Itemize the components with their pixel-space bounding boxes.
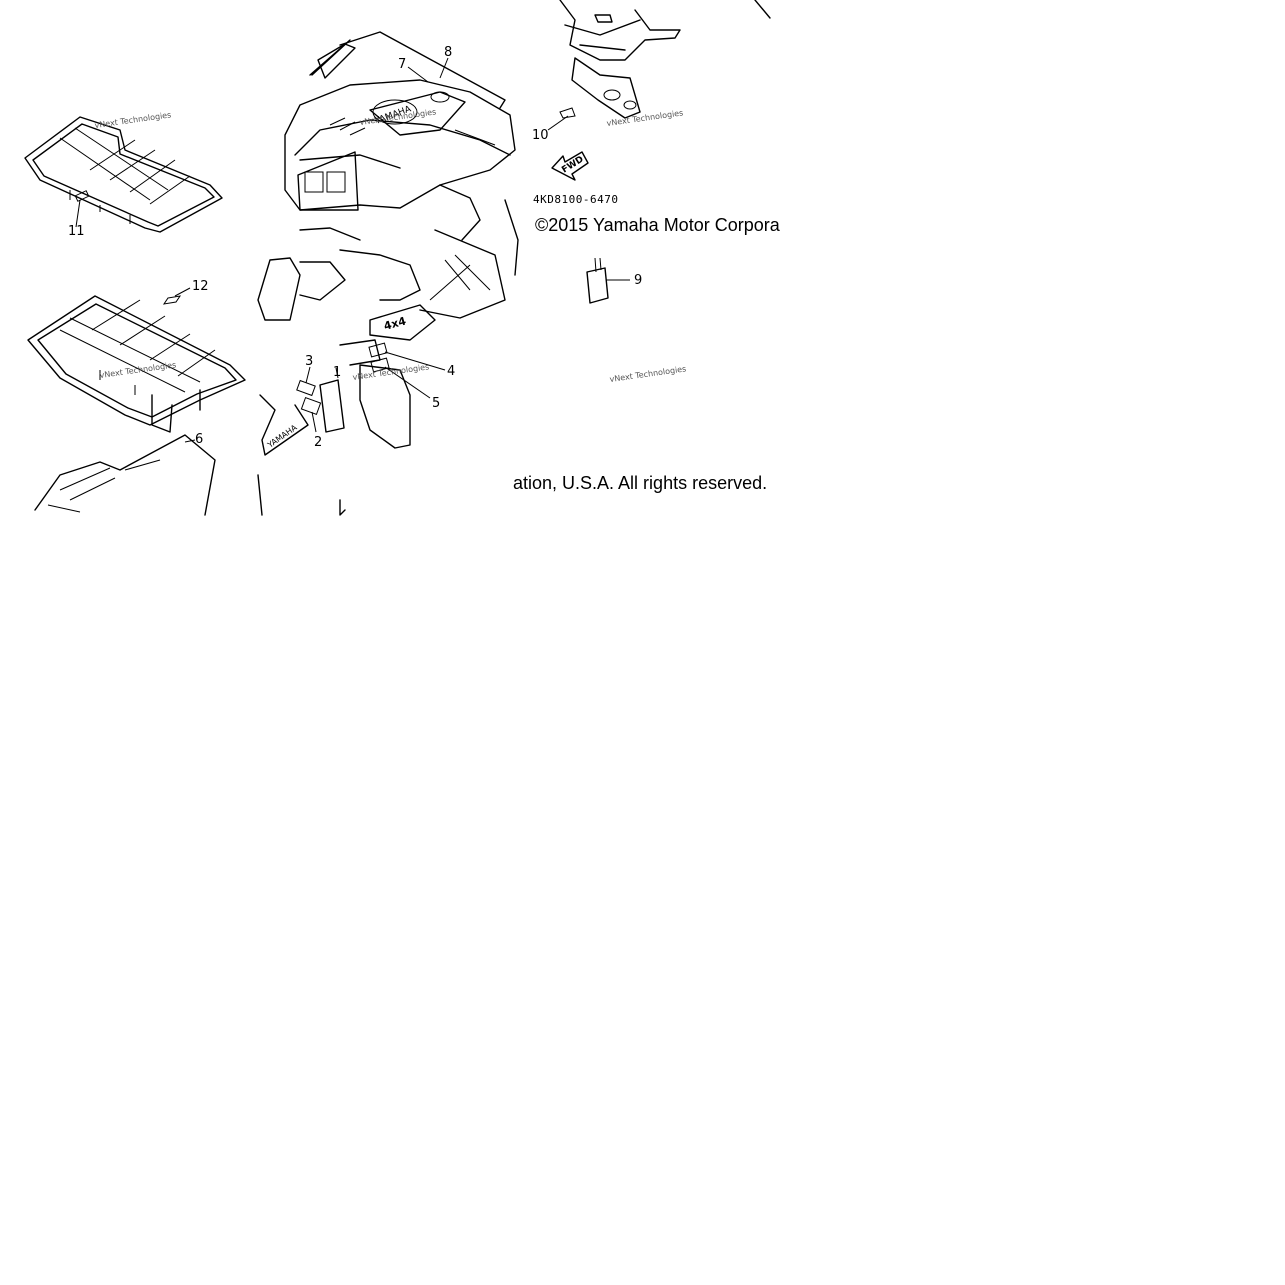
leader-8 <box>439 57 449 79</box>
copyright-top: ©2015 Yamaha Motor Corpora <box>535 215 781 235</box>
leader-2 <box>311 411 317 433</box>
leader-6 <box>184 439 196 443</box>
callout-3: 3 <box>305 354 313 369</box>
callout-8: 8 <box>444 45 452 60</box>
watermark-6: vNext Technologies <box>609 364 687 384</box>
watermarks: vNext Technologies vNext Technologies vN… <box>94 107 687 384</box>
tag-label <box>586 257 609 304</box>
badge-4x4: 4x4 <box>382 314 407 332</box>
callout-6: 6 <box>195 432 203 447</box>
leader-12 <box>174 287 191 297</box>
watermark-1: vNext Technologies <box>94 110 172 130</box>
leader-4 <box>384 351 446 371</box>
callout-9: 9 <box>634 273 642 288</box>
callout-12: 12 <box>192 279 209 294</box>
watermark-3: vNext Technologies <box>606 108 684 128</box>
front-rack <box>24 116 223 233</box>
watermark-4: vNext Technologies <box>99 360 177 380</box>
leader-7 <box>407 66 429 83</box>
leader-3 <box>305 366 311 384</box>
leader-11 <box>75 199 81 228</box>
copyright-bottom: ation, U.S.A. All rights reserved. <box>513 473 767 493</box>
fwd-arrow-icon: FWD <box>551 151 589 181</box>
leader-1 <box>335 367 339 379</box>
front-guard <box>559 0 771 119</box>
leader-5 <box>384 366 431 399</box>
decal-text: YAMAHA <box>265 423 299 451</box>
callout-2: 2 <box>314 435 322 450</box>
callout-7: 7 <box>398 57 406 72</box>
rear-rack <box>27 295 246 433</box>
callout-5: 5 <box>432 396 440 411</box>
callout-4: 4 <box>447 364 455 379</box>
callout-11: 11 <box>68 224 85 239</box>
part-number: 4KD8100-6470 <box>533 193 618 206</box>
leader-10 <box>547 115 569 131</box>
seat <box>34 434 216 516</box>
callout-1: 1 <box>333 365 341 380</box>
callout-10: 10 <box>532 128 549 143</box>
